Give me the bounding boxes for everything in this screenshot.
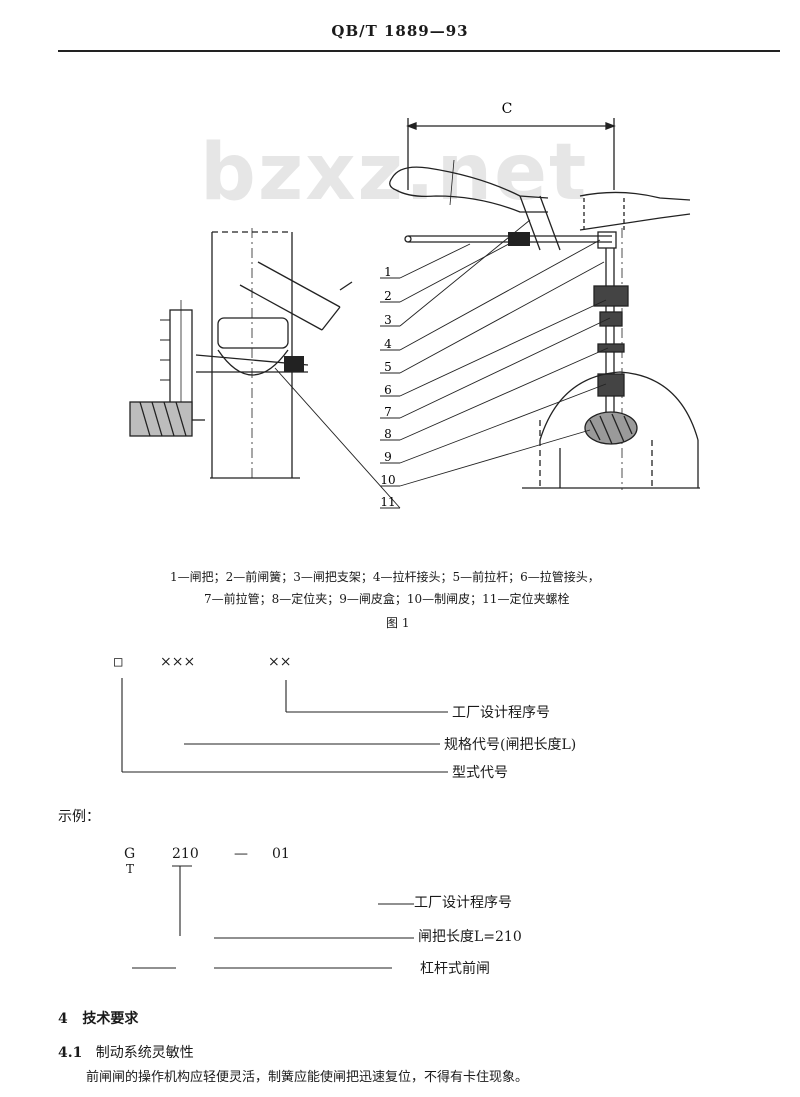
code-label-sequence: 工厂设计程序号 [452,705,550,721]
right-view-brake [389,118,700,490]
example-label-type: 杠杆式前闸 [420,961,490,977]
figure-title: 图 1 [386,616,410,630]
callout-numbers: 1 2 3 4 5 6 7 8 9 10 11 [380,265,395,509]
callout-5: 5 [384,360,392,374]
code-notation-diagram [121,678,448,773]
code-label-spec: 规格代号(闸把长度L) [444,737,577,753]
callout-10: 10 [380,473,395,487]
code-type-prefix: □ [114,654,123,670]
figure-caption-line-2: 7—前拉管；8—定位夹；9—闸皮盒；10—制闸皮；11—定位夹螺栓 [204,592,570,606]
header-rule [58,50,780,52]
dimension-label-c: C [502,101,513,117]
callout-1: 1 [384,265,392,279]
example-dash: — [234,846,248,862]
section-number: 4 [58,1011,68,1027]
example-type-code-top: G [124,846,136,862]
brake-assembly-drawing: C 1 2 3 4 5 6 7 8 9 10 11 [129,101,700,509]
callout-3: 3 [384,313,392,327]
example-length: 210 [172,846,199,862]
example-seq: 01 [272,846,290,862]
subsection-4-1-heading: 4.1 制动系统灵敏性 [58,1042,194,1062]
code-spec-placeholder: ××× [160,654,196,670]
document-code: QB/T 1889—93 [331,22,469,40]
subsection-number: 4.1 [58,1045,83,1061]
callout-7: 7 [384,405,392,419]
callout-leaders [274,219,611,509]
callout-4: 4 [384,337,392,351]
example-heading: 示例： [58,809,100,825]
example-label-sequence: 工厂设计程序号 [414,895,512,911]
section-4-heading: 4 技术要求 [58,1008,138,1028]
subsection-title: 制动系统灵敏性 [95,1045,194,1061]
figure-caption-line-1: 1—闸把；2—前闸簧；3—闸把支架；4—拉杆接头；5—前拉杆；6—拉管接头， [170,570,600,584]
code-label-type: 型式代号 [452,765,508,781]
callout-8: 8 [384,427,392,441]
section-title: 技术要求 [82,1011,139,1027]
callout-6: 6 [384,383,392,397]
callout-11: 11 [380,495,395,509]
callout-2: 2 [384,289,392,303]
code-seq-placeholder: ×× [268,654,292,670]
subsection-4-1-paragraph: 前闸闸的操作机构应轻便灵活，制簧应能使闸把迅速复位，不得有卡住现象。 [86,1070,529,1085]
left-view-frame [129,228,353,480]
example-label-length: 闸把长度L=210 [418,929,522,945]
example-type-code-bottom: T [126,862,135,876]
callout-9: 9 [384,450,392,464]
example-leader-lines [132,865,414,969]
